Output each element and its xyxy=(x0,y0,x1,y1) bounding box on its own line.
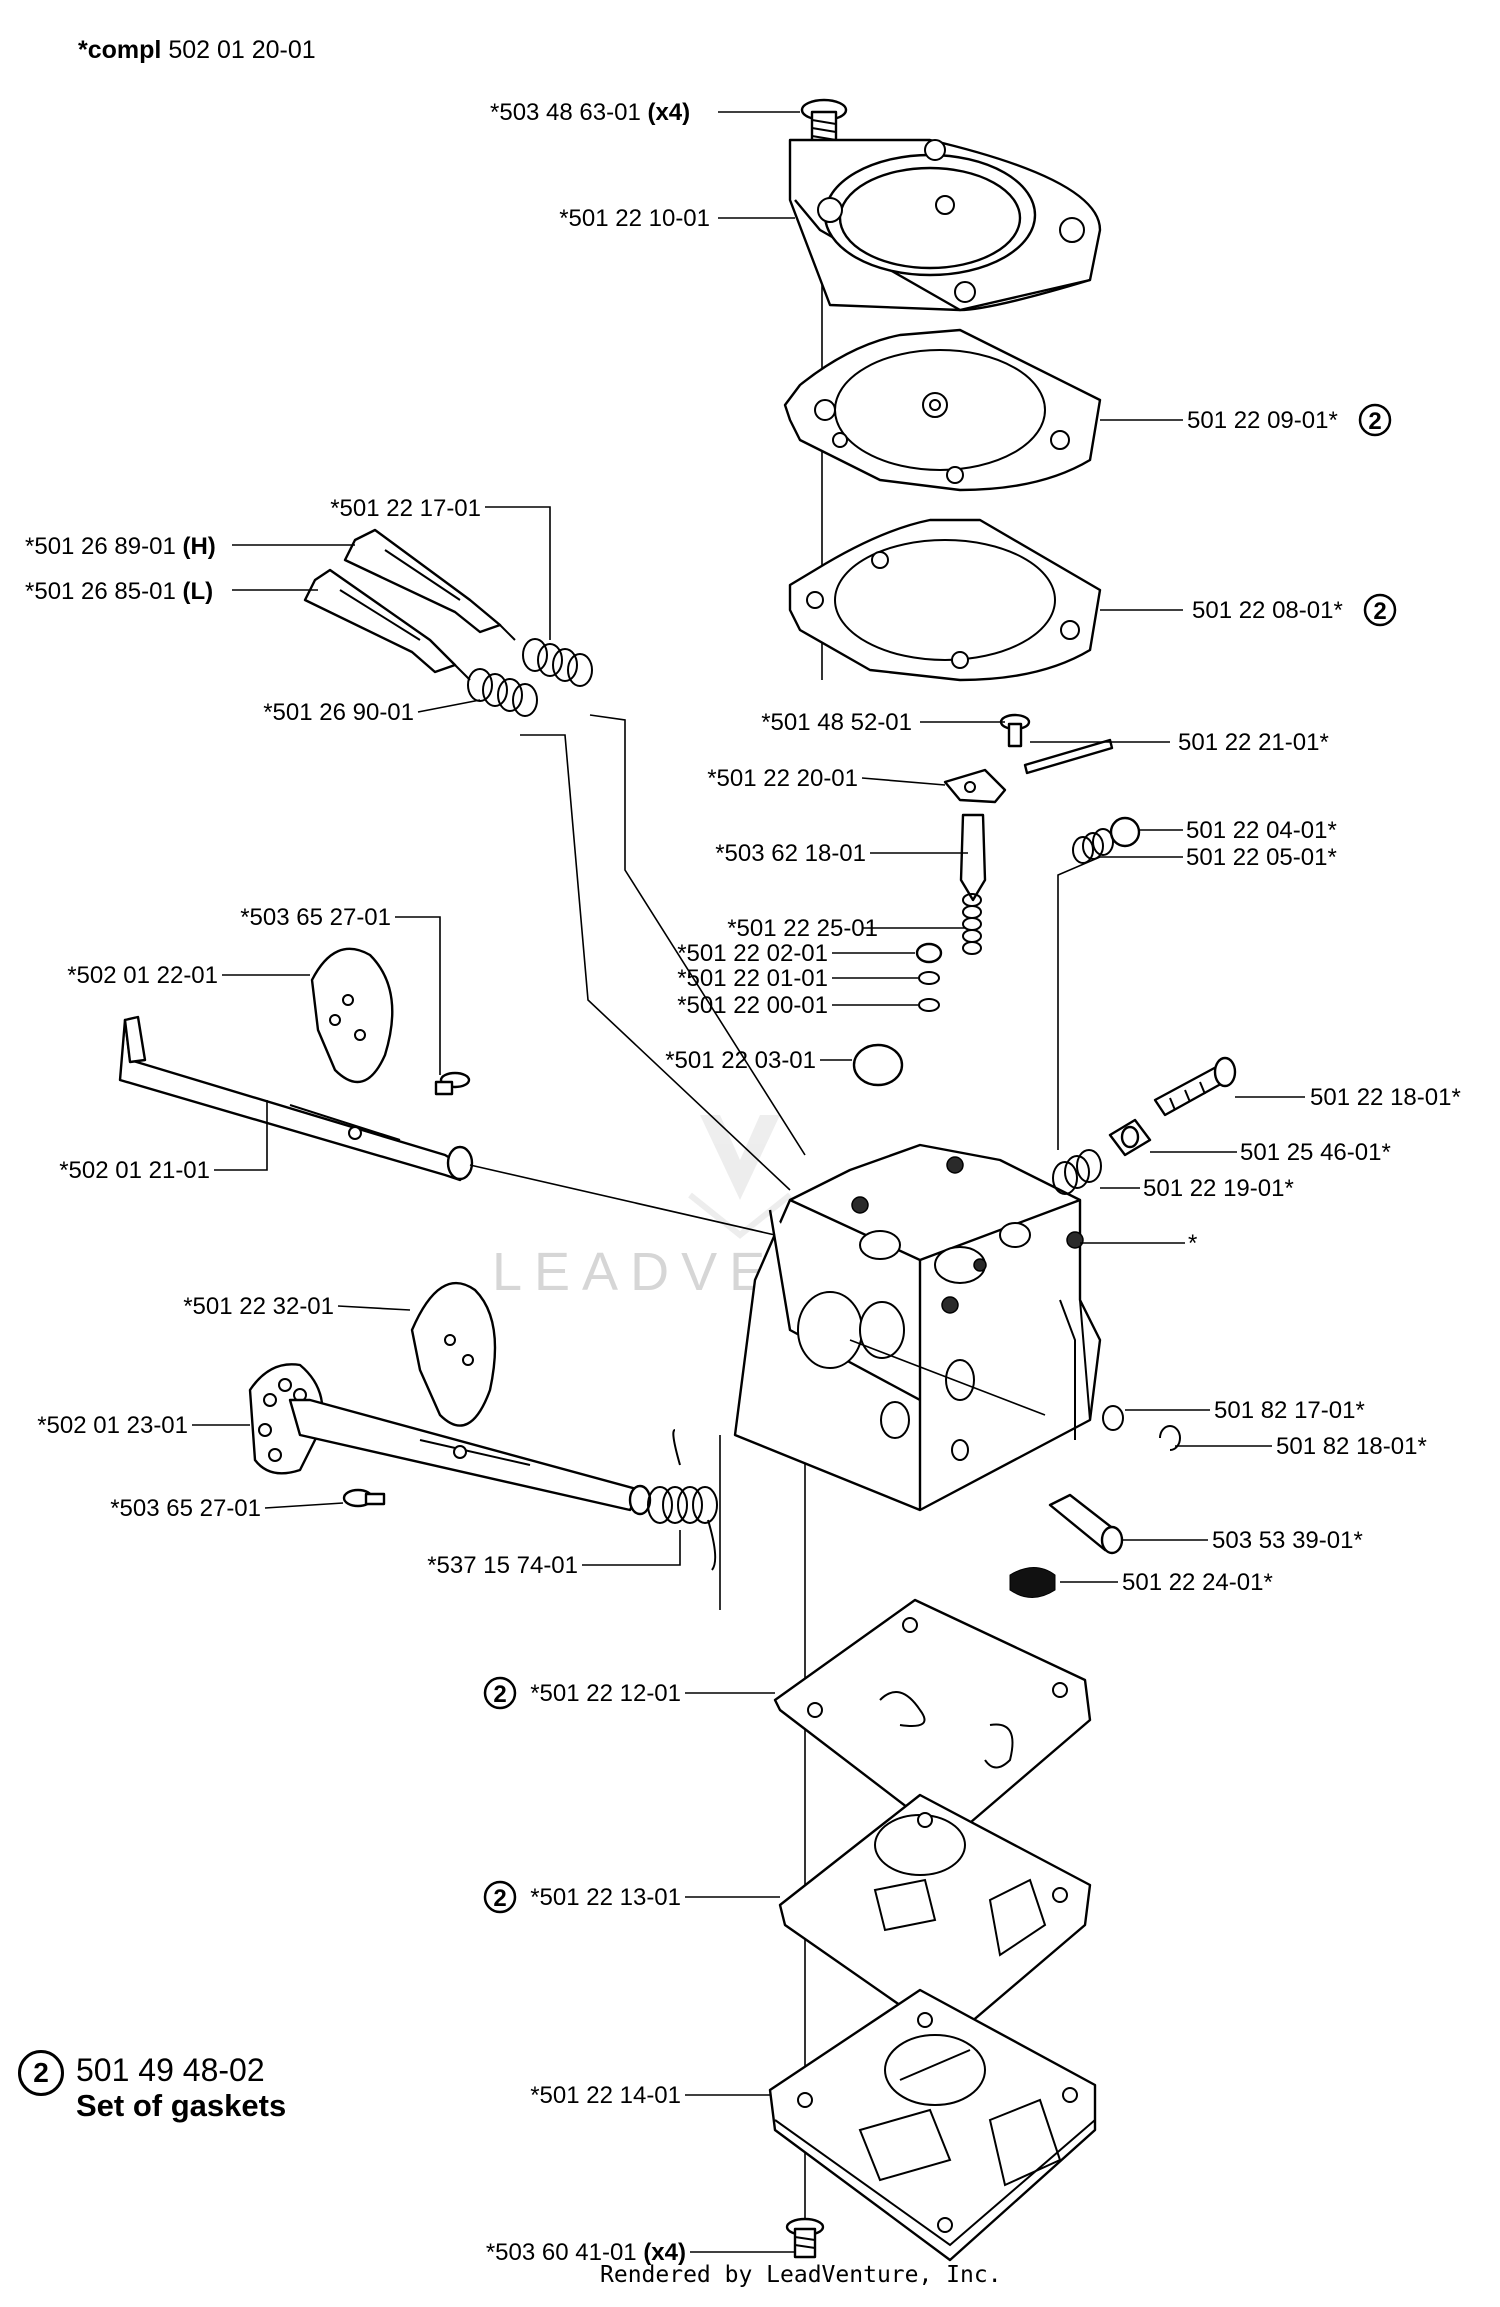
callout-501-22-14-01: *501 22 14-01 xyxy=(530,2082,681,2109)
throttle-screw xyxy=(342,1488,386,1508)
callout-501-48-52-01: *501 48 52-01 xyxy=(761,709,912,736)
welch-plug xyxy=(852,1043,904,1087)
callout-501-22-32-01: *501 22 32-01 xyxy=(183,1293,334,1320)
check-ball xyxy=(1109,816,1141,848)
callout-501-22-24-01: 501 22 24-01* xyxy=(1122,1569,1273,1596)
needle-high xyxy=(343,528,516,641)
cover-screw-bottom xyxy=(785,2217,825,2259)
callout-501-22-18-01: 501 22 18-01* xyxy=(1310,1084,1461,1111)
callout-503-65-27-01-bottom: *503 65 27-01 xyxy=(110,1495,261,1522)
callout-501-26-85-01: *501 26 85-01 (L) xyxy=(25,578,213,605)
needle-spring-upper xyxy=(522,638,593,687)
callout-labels: *503 48 63-01 (x4) *501 22 10-01 501 22 … xyxy=(25,99,1461,2266)
callout-501-22-04-01: 501 22 04-01* xyxy=(1186,817,1337,844)
callout-501-25-46-01: 501 25 46-01* xyxy=(1240,1139,1391,1166)
pump-cover xyxy=(788,138,1102,312)
metering-gasket-2 xyxy=(778,1793,1092,2042)
callout-503-60-41-01: *503 60 41-01 (x4) xyxy=(486,2239,686,2266)
diagram-title: *compl 502 01 20-01 xyxy=(78,36,316,65)
legend-description: Set of gaskets xyxy=(76,2088,287,2123)
idle-sleeve xyxy=(1108,1118,1152,1157)
render-credit: Rendered by LeadVenture, Inc. xyxy=(600,2262,1002,2288)
callout-502-01-21-01: *502 01 21-01 xyxy=(59,1157,210,1184)
legend-part-number: 501 49 48-02 xyxy=(76,2052,265,2088)
choke-disc xyxy=(310,947,394,1084)
gasket-ref-badges: 2 2 2 2 xyxy=(483,403,1397,1914)
callout-501-22-03-01: *501 22 03-01 xyxy=(665,1047,816,1074)
lever-screw xyxy=(999,713,1031,748)
throttle-disc xyxy=(410,1281,497,1427)
choke-shaft xyxy=(118,1015,474,1182)
watermark-logo xyxy=(688,1115,792,1239)
washer-b xyxy=(918,998,940,1012)
throttle-spring xyxy=(647,1429,718,1571)
callout-503-65-27-01-top: *503 65 27-01 xyxy=(240,904,391,931)
metering-cover xyxy=(768,1988,1097,2262)
inlet-needle xyxy=(959,813,987,902)
callout-503-48-63-01: *503 48 63-01 (x4) xyxy=(490,99,690,126)
callout-501-22-25-01: *501 22 25-01 xyxy=(727,915,878,942)
callout-501-22-05-01: 501 22 05-01* xyxy=(1186,844,1337,871)
callout-501-22-01-01: *501 22 01-01 xyxy=(677,965,828,992)
idle-screw xyxy=(1153,1056,1237,1117)
callout-501-22-08-01: 501 22 08-01* xyxy=(1192,597,1343,624)
callout-501-22-00-01: *501 22 00-01 xyxy=(677,992,828,1019)
ref-badge: 2 xyxy=(1358,403,1392,437)
callout-501-82-18-01: 501 82 18-01* xyxy=(1276,1433,1427,1460)
svg-text:2: 2 xyxy=(1373,598,1386,625)
callout-501-22-02-01: *501 22 02-01 xyxy=(677,940,828,967)
callout-501-22-20-01: *501 22 20-01 xyxy=(707,765,858,792)
callout-502-01-22-01: *502 01 22-01 xyxy=(67,962,218,989)
callout-501-22-19-01: 501 22 19-01* xyxy=(1143,1175,1294,1202)
title-part-number: 502 01 20-01 xyxy=(168,36,316,64)
callout-501-26-90-01: *501 26 90-01 xyxy=(263,699,414,726)
o-ring xyxy=(1102,1405,1124,1431)
callout-537-15-74-01: *537 15 74-01 xyxy=(427,1552,578,1579)
washer-a xyxy=(918,971,940,985)
callout-501-22-21-01: 501 22 21-01* xyxy=(1178,729,1329,756)
plug-cap xyxy=(915,942,943,964)
throttle-shaft xyxy=(288,1398,652,1516)
metering-gasket-1 xyxy=(773,1598,1092,1842)
carburetor-body xyxy=(733,1143,1102,1512)
ref-badge: 2 xyxy=(1363,593,1397,627)
callout-502-01-23-01: *502 01 23-01 xyxy=(37,1412,188,1439)
check-spring xyxy=(1072,828,1114,864)
callout-501-22-17-01: *501 22 17-01 xyxy=(330,495,481,522)
ref-badge: 2 xyxy=(483,1880,517,1914)
legend-ref-number: 2 xyxy=(18,2050,64,2096)
svg-text:2: 2 xyxy=(493,1681,506,1708)
callout-501-22-09-01: 501 22 09-01* xyxy=(1187,407,1338,434)
choke-screw xyxy=(434,1071,471,1096)
callout-asterisk: * xyxy=(1188,1230,1197,1257)
idle-spring xyxy=(1052,1149,1102,1195)
title-prefix: *compl xyxy=(78,36,162,64)
svg-text:2: 2 xyxy=(493,1885,506,1912)
lever-pin xyxy=(1023,738,1114,775)
ref-badge: 2 xyxy=(483,1676,517,1710)
circlip xyxy=(1159,1425,1181,1451)
pump-gasket xyxy=(788,518,1102,682)
inlet-lever xyxy=(943,768,1007,804)
throttle-lever xyxy=(248,1363,324,1475)
fuel-cap xyxy=(1009,1567,1056,1598)
callout-503-62-18-01: *503 62 18-01 xyxy=(715,840,866,867)
leader-lines xyxy=(192,111,1305,2253)
callout-501-26-89-01: *501 26 89-01 (H) xyxy=(25,533,216,560)
cover-screw xyxy=(800,98,848,146)
callout-503-53-39-01: 503 53 39-01* xyxy=(1212,1527,1363,1554)
needle-low xyxy=(303,568,471,681)
svg-text:2: 2 xyxy=(1368,408,1381,435)
callout-501-22-10-01: *501 22 10-01 xyxy=(559,205,710,232)
callout-501-82-17-01: 501 82 17-01* xyxy=(1214,1397,1365,1424)
callout-501-22-12-01: *501 22 12-01 xyxy=(530,1680,681,1707)
callout-501-22-13-01: *501 22 13-01 xyxy=(530,1884,681,1911)
pump-diaphragm xyxy=(783,328,1102,492)
metering-spring xyxy=(962,893,982,955)
fuel-nipple xyxy=(1048,1493,1124,1555)
needle-spring-lower xyxy=(467,668,538,717)
